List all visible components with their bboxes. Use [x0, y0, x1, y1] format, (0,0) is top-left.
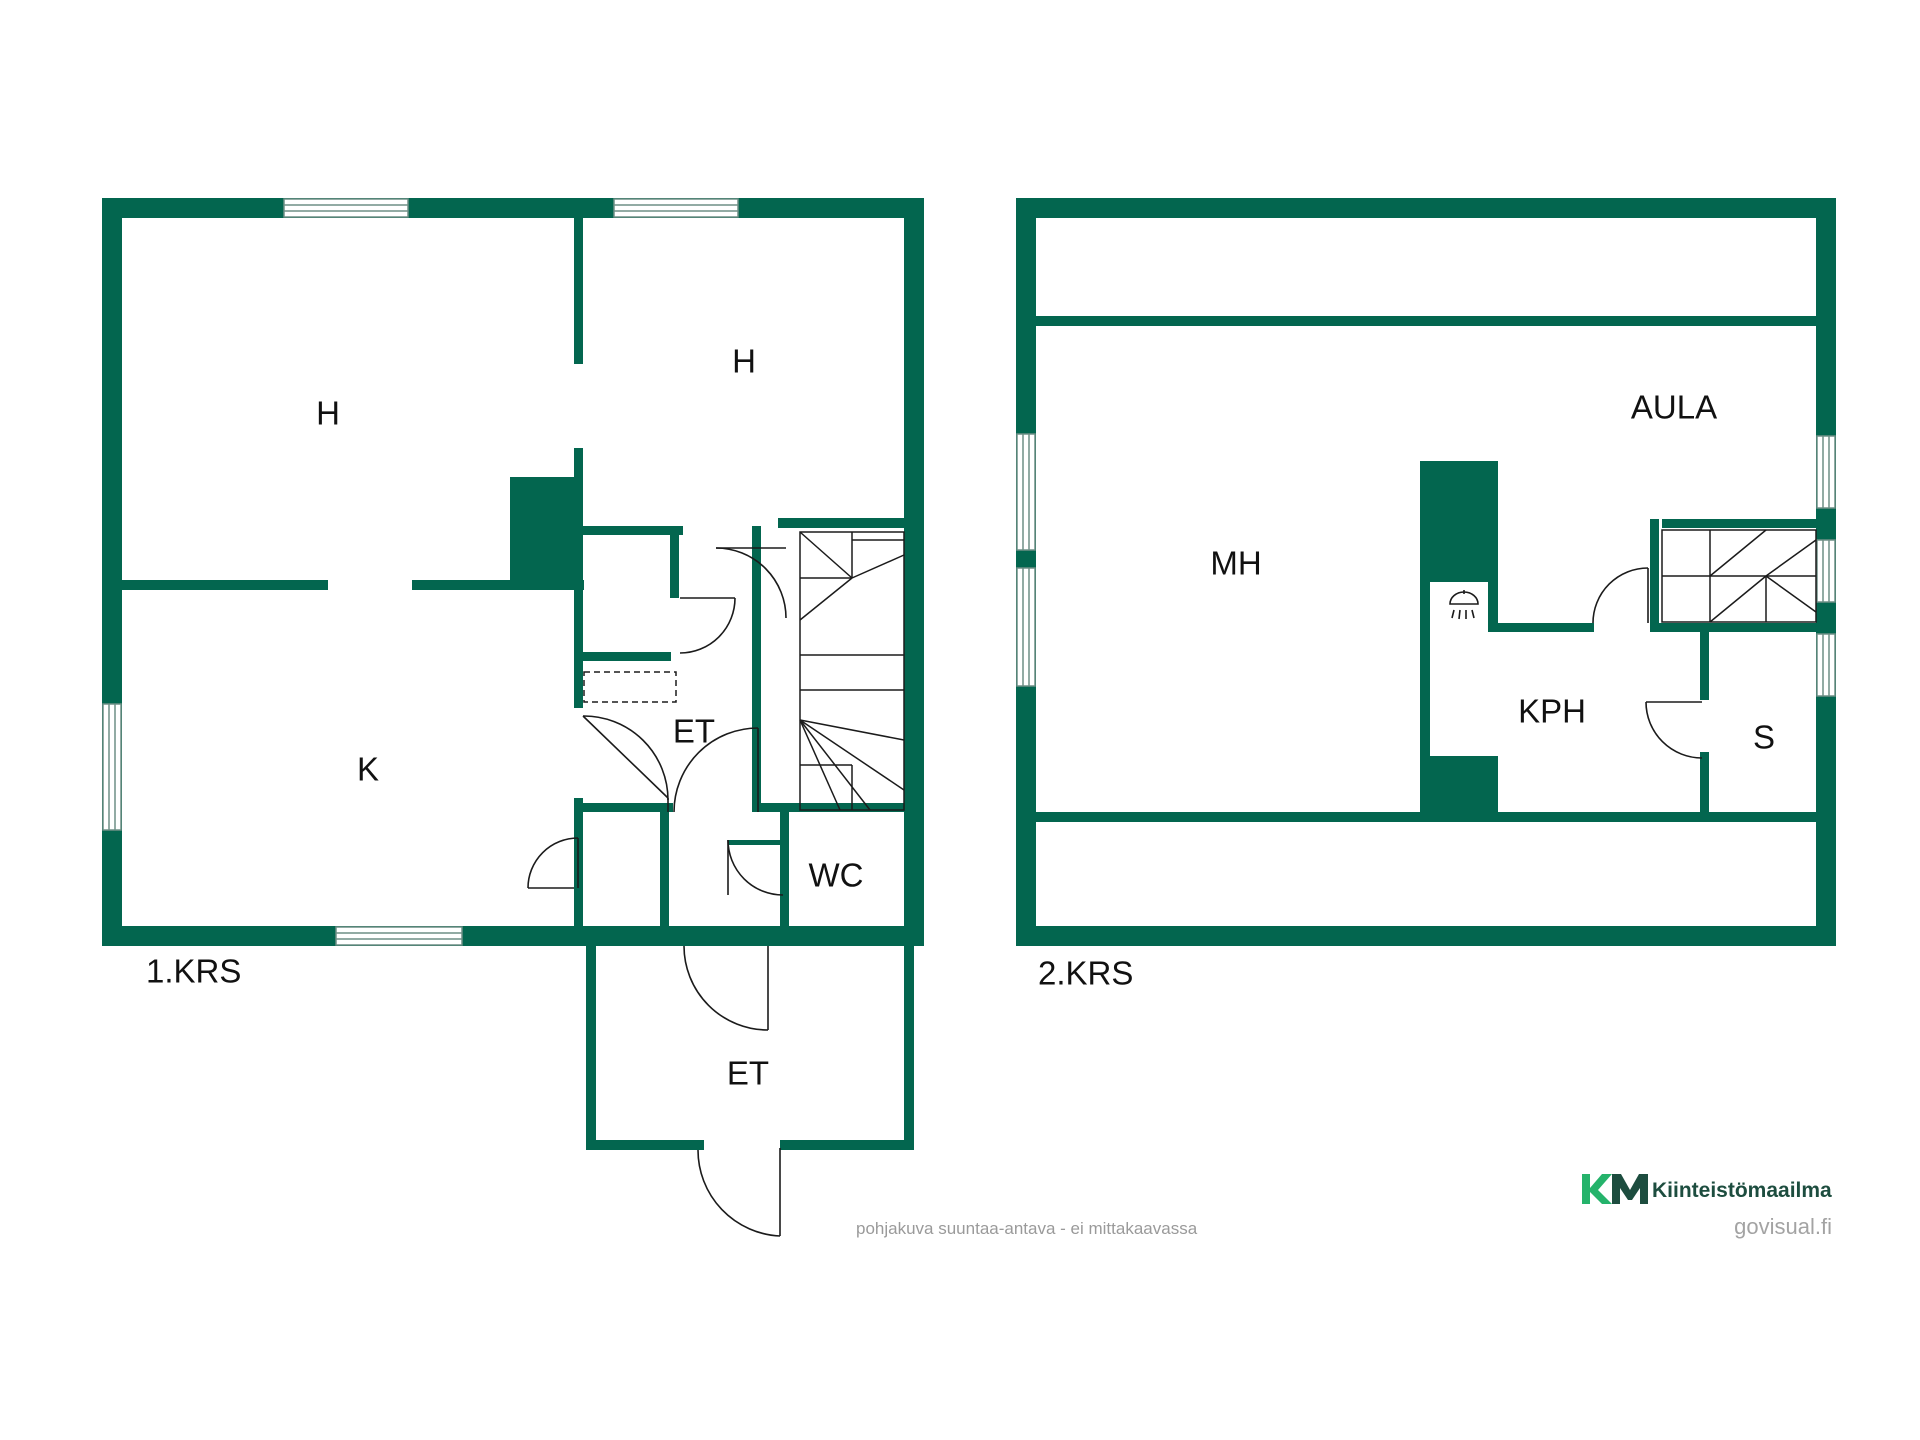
disclaimer-note: pohjakuva suuntaa-antava - ei mittakaava…: [856, 1219, 1198, 1238]
floor-1-wall-right: [904, 198, 924, 946]
floor-label-2: 2.KRS: [1038, 955, 1133, 992]
km-logo-icon: [1582, 1174, 1648, 1204]
floor-1-wall-top: [102, 198, 924, 218]
wall-wc-door-stub: [728, 840, 788, 845]
wall-storage-left-b: [1700, 752, 1709, 812]
wall-stair-left: [752, 526, 761, 812]
floor-1-wall-left: [102, 198, 122, 946]
window-icon: [335, 926, 463, 946]
wall-upper-eaves: [1036, 316, 1816, 326]
wall-wc-left: [780, 812, 789, 926]
room-label-hall: ET: [673, 713, 715, 750]
room-label-wc: WC: [809, 857, 864, 894]
wall-stair-top-2: [1662, 519, 1816, 528]
room-label-kitchen: K: [357, 751, 379, 788]
wall-hall-bottom-a: [583, 803, 673, 812]
room-label-master-bedroom: MH: [1210, 545, 1261, 582]
vestibule-wall-bottom-b: [780, 1140, 914, 1150]
chimney-floor-1: [510, 477, 574, 580]
stair-icon: [799, 531, 905, 811]
wall-bath-top-b: [1498, 623, 1594, 632]
door-swing-icon: [727, 839, 784, 896]
wall-bath-left: [1420, 573, 1430, 756]
floor-1-wall-bottom: [102, 926, 924, 946]
room-label-lobby: AULA: [1631, 389, 1717, 426]
wall-bath-top-c: [1650, 623, 1816, 632]
wall-bath-inner: [1488, 582, 1498, 632]
window-icon: [613, 198, 739, 218]
window-icon: [1816, 633, 1836, 697]
wall-lower-eaves: [1036, 812, 1816, 822]
wall-hall-bottom-b: [752, 803, 904, 812]
room-label-bedroom-2: H: [732, 343, 756, 380]
vestibule-wall-bottom-a: [586, 1140, 704, 1150]
door-swing-icon: [683, 945, 769, 1031]
room-label-vestibule: ET: [727, 1055, 769, 1092]
wall-bedroom-kitchen-a: [122, 580, 328, 590]
window-icon: [1816, 539, 1836, 603]
door-swing-icon: [527, 837, 579, 889]
brand-name: Kiinteistömaailma: [1652, 1179, 1832, 1202]
wall-closet-right: [670, 526, 679, 598]
window-icon: [1016, 567, 1036, 687]
shower-icon: [1449, 590, 1479, 620]
door-swing-icon: [1592, 567, 1649, 624]
wall-closet-bottom: [583, 652, 671, 661]
wall-storage-left: [1700, 632, 1709, 700]
wall-bath-top-a: [1430, 573, 1498, 582]
window-icon: [102, 703, 122, 831]
wall-stair-top: [778, 518, 904, 528]
door-swing-icon: [679, 547, 787, 654]
room-label-bedroom-1: H: [316, 395, 340, 432]
wall-kitchen-hall-lower: [574, 798, 583, 812]
floor-2-wall-top: [1016, 198, 1836, 218]
door-swing-icon: [697, 1148, 781, 1237]
window-icon: [283, 198, 409, 218]
door-swing-icon: [582, 715, 669, 812]
door-swing-icon: [1645, 701, 1703, 759]
stair-icon: [1661, 529, 1817, 623]
wall-bedroom-hall-vertical: [574, 448, 583, 708]
floor-label-1: 1.KRS: [146, 953, 241, 990]
window-icon: [1816, 435, 1836, 509]
window-icon: [1016, 433, 1036, 551]
vestibule-wall-right: [904, 946, 914, 1148]
floor-1-plan: [102, 198, 924, 1031]
chimney-floor-2-upper: [1420, 461, 1498, 573]
wall-bedroom-kitchen-b: [412, 580, 584, 590]
wall-stair-left-2: [1650, 519, 1659, 632]
closet-shelf: [583, 671, 677, 703]
vestibule-plan: [586, 946, 914, 1237]
floor-2-plan: [1016, 198, 1836, 946]
door-swing-icon: [673, 727, 759, 813]
room-label-storage: S: [1753, 719, 1775, 756]
room-label-bathroom: KPH: [1518, 693, 1586, 730]
chimney-floor-2-lower: [1420, 756, 1498, 814]
wall-utility-right: [660, 812, 669, 926]
site-url: govisual.fi: [1734, 1214, 1832, 1239]
floor-2-wall-bottom: [1016, 926, 1836, 946]
wall-closet-top: [583, 526, 683, 535]
wall-bedrooms-divider: [574, 218, 583, 364]
vestibule-wall-left: [586, 946, 596, 1148]
